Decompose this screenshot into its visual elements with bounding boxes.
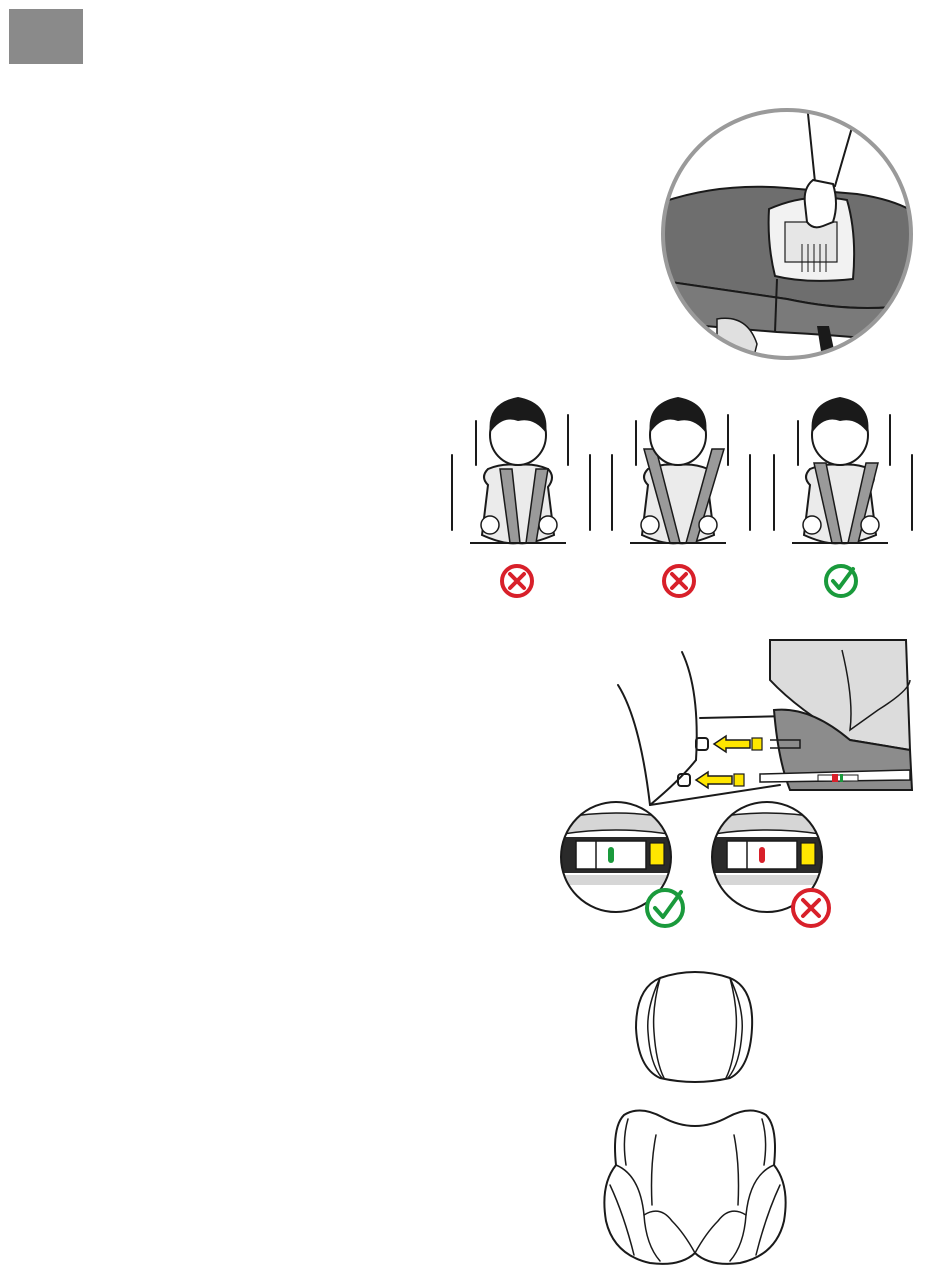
section-tab	[9, 9, 83, 64]
green-check-icon	[823, 563, 859, 599]
isofix-connection-figure	[610, 640, 920, 820]
red-cross-icon	[499, 563, 535, 599]
child-harness-straps-too-low	[440, 385, 590, 565]
child-harness-straps-too-high	[600, 385, 750, 565]
child-harness-straps-correct	[762, 385, 912, 565]
green-check-icon	[643, 886, 687, 930]
harness-positions-row	[440, 385, 930, 605]
headrest-handle-detail-figure	[657, 104, 917, 364]
red-cross-icon	[661, 563, 697, 599]
red-cross-icon	[789, 886, 833, 930]
headrest-cover-outline	[630, 968, 760, 1088]
seat-cover-outline	[600, 1105, 790, 1270]
